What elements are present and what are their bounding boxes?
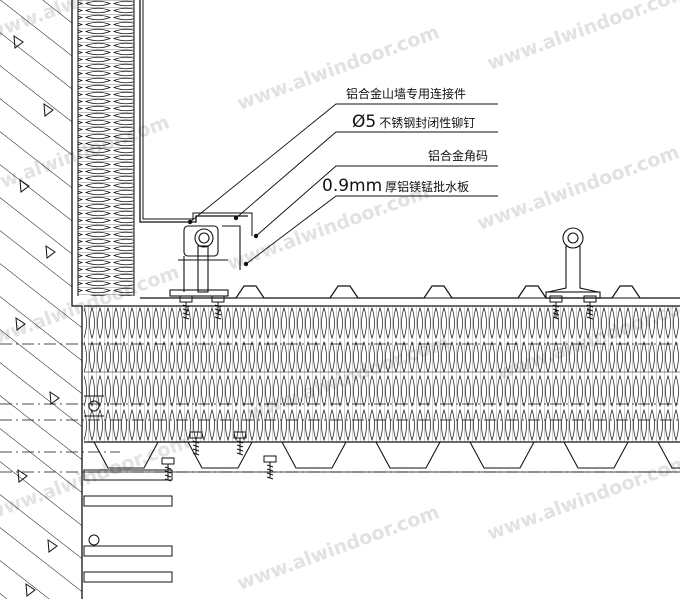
screw: [179, 295, 193, 320]
roof-insulation: [84, 305, 680, 443]
center-lines: [0, 343, 680, 473]
callout-rivet-label: 不锈钢封闭性铆钉: [379, 115, 475, 130]
leader-lines: [189, 103, 498, 265]
aggregate-mark: [49, 391, 60, 405]
aggregate-mark: [47, 539, 58, 553]
aggregate-mark: [19, 179, 30, 193]
standing-seam-clip: [545, 227, 601, 299]
watermark-text: www.alwindoor.com: [484, 0, 680, 75]
watermark-text: www.alwindoor.com: [234, 501, 442, 595]
callout-flashing-label: 厚铝镁锰批水板: [385, 179, 469, 194]
screw: [211, 295, 225, 320]
screw: [161, 457, 175, 482]
callout-flashing-prefix: 0.9mm: [322, 176, 382, 196]
screw: [549, 295, 563, 320]
aggregate-mark: [45, 245, 56, 259]
screw: [233, 431, 247, 456]
wall-bolts: [83, 395, 173, 583]
wall-insulation: [77, 0, 135, 296]
aggregate-mark: [17, 469, 28, 483]
gable-flashing-plate: [139, 0, 253, 236]
watermark-text: www.alwindoor.com: [474, 141, 680, 235]
fastener-set: [161, 295, 597, 482]
callout-rivet-prefix: Ø5: [352, 112, 376, 132]
screw: [583, 295, 597, 320]
aggregate-mark: [25, 583, 36, 597]
callout-connector: 铝合金山墙专用连接件: [346, 86, 466, 101]
aggregate-mark: [13, 35, 24, 49]
screw: [263, 455, 277, 480]
callout-angle: 铝合金角码: [428, 148, 488, 163]
gable-seam: [169, 225, 241, 297]
aggregate-mark: [15, 317, 26, 331]
concrete-aggregate-marks: [13, 35, 60, 597]
screw: [189, 431, 203, 456]
concrete-wall: [0, 0, 83, 599]
watermark-text: www.alwindoor.com: [484, 451, 680, 545]
leader-dots: [187, 215, 259, 267]
aggregate-mark: [43, 103, 54, 117]
